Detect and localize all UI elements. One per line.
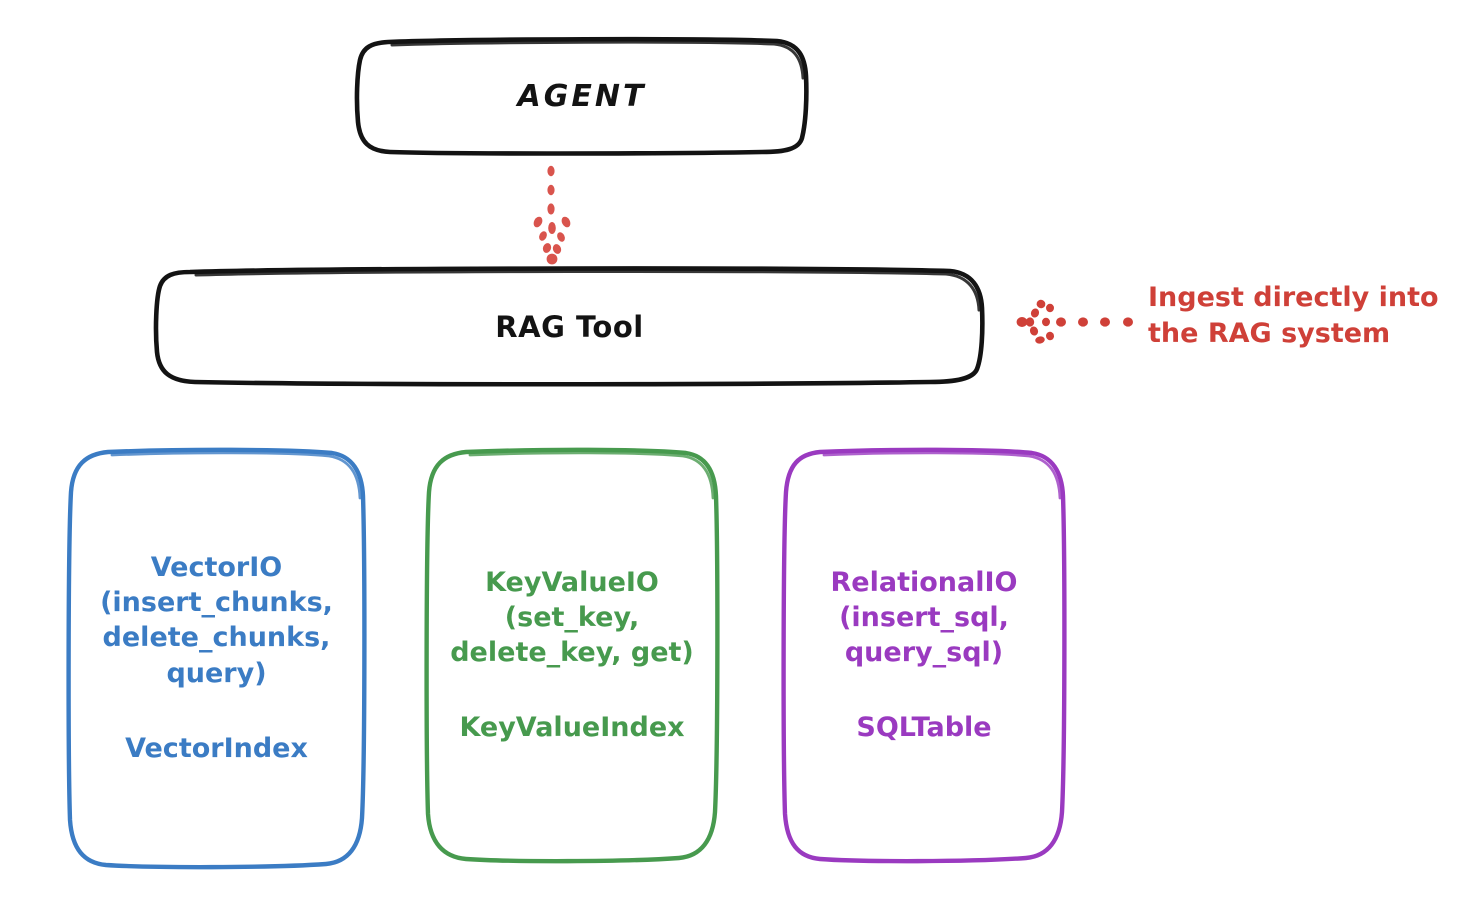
relational-store-box-outline xyxy=(781,447,1067,864)
relational-store-node[interactable]: RelationalIO (insert_sql, query_sql) SQL… xyxy=(785,450,1063,860)
ingest-annotation-label: Ingest directly into the RAG system xyxy=(1148,282,1439,350)
agent-label: AGENT xyxy=(517,79,647,114)
agent-node[interactable]: AGENT xyxy=(358,40,806,153)
vector-index-label: VectorIndex xyxy=(125,732,308,764)
keyvalue-index-label: KeyValueIndex xyxy=(459,712,685,744)
rag-tool-node[interactable]: RAG Tool xyxy=(157,270,982,383)
keyvalue-api-label: KeyValueIO (set_key, delete_key, get) xyxy=(450,566,694,668)
vector-store-box-outline xyxy=(66,447,367,870)
rag-tool-box-outline xyxy=(153,266,985,387)
keyvalue-store-node[interactable]: KeyValueIO (set_key, delete_key, get) Ke… xyxy=(428,450,716,860)
ingest-arrow xyxy=(1016,299,1133,344)
agent-box-outline xyxy=(354,36,809,156)
vector-api-label: VectorIO (insert_chunks, delete_chunks, … xyxy=(100,552,333,689)
keyvalue-store-box-outline xyxy=(424,447,720,864)
relational-index-label: SQLTable xyxy=(856,712,992,744)
relational-api-label: RelationalIO (insert_sql, query_sql) xyxy=(830,566,1018,668)
vector-store-node[interactable]: VectorIO (insert_chunks, delete_chunks, … xyxy=(70,450,363,866)
rag-tool-label: RAG Tool xyxy=(495,309,644,344)
agent-to-rag-arrow xyxy=(533,165,571,265)
